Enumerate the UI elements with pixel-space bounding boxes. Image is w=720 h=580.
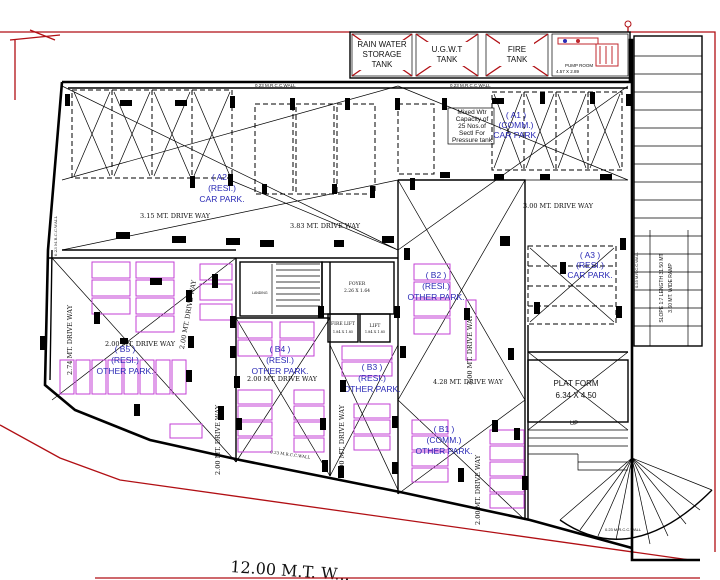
fire-lift-size: 1.84 X 1.85 [333,330,353,334]
a3-label-2: (RESI.) [576,260,604,270]
a1-car-park-bays [491,91,623,171]
drive-way-300-v: 3.00 MT. DRIVE WAY [466,314,474,385]
b4-label-3: OTHER PARK. [252,366,309,376]
b1-other-parking [411,419,525,509]
rain-water-label-1: RAIN WATER [357,40,407,49]
a2-label-2: (RESI.) [208,183,236,193]
pump-room-size: 4.57 X 2.89 [556,69,580,74]
boundary-marker [624,20,632,28]
fire-label-1: FIRE [508,45,526,54]
tank-note-1: Mixed Wtr [457,109,487,116]
tank-block [349,31,631,79]
platform-size: 6.34 X 4.50 [556,391,597,400]
fire-lift [327,313,359,343]
drive-way-274: 2.74 MT. DRIVE WAY [66,304,74,375]
up-label: UP [570,421,578,427]
rain-water-label-3: TANK [372,60,393,69]
pressure-tank-box [447,107,495,145]
foyer [321,261,395,315]
b4-other-parking [237,321,325,453]
drive-way-315: 3.15 MT. DRIVE WAY [140,212,211,220]
a2-diagonals [61,85,399,251]
b3-label-2: (RESI.) [358,373,386,383]
landing-label: LANDING [252,291,268,295]
b1-label-1: ( B1 ) [434,424,455,434]
drive-way-428: 4.28 MT. DRIVE WAY [433,378,504,386]
drive-way-200-v4: 2.00 MT. DRIVE WAY [474,454,482,525]
b5-label-2: (RESI.) [111,355,139,365]
b5-label-1: ( B5 ) [115,344,136,354]
wall-label-bottom-right: 0.23 M.R.C.C.WALL [605,527,642,532]
b3-other-parking [341,345,393,451]
b5-other-parking [59,261,233,439]
a1-label-1: ( A1 ) [506,110,526,120]
straight-ramp [633,35,703,347]
ugwt-tank: U.G.W.T TANK [415,33,479,77]
ramp-label-1: SLOPE 1:7 LENGTH 31.50 MT [659,253,665,322]
tank-note-4: Sectl For [459,130,486,137]
curved-ramp [559,457,713,548]
columns [40,92,631,490]
foyer-size: 2.26 X 1.64 [344,288,370,294]
foyer-label: FOYER [349,281,366,287]
a3-label-3: CAR PARK. [567,270,612,280]
b4-label-1: ( B4 ) [270,344,291,354]
pump-room: PUMP ROOM 4.57 X 2.89 [551,33,629,77]
tank-note-3: 25 Nos.of [458,123,486,130]
wall-label-left: 0.23 M.R.C.C.WALL [53,216,58,257]
b4-label-2: (RESI.) [266,355,294,365]
side-staircase [528,429,628,471]
a2-label-3: CAR PARK. [199,194,244,204]
site-boundary-upper [9,29,61,100]
drive-way-200-left: 2.00 MT. DRIVE WAY [105,340,176,348]
b1-label-3: OTHER PARK. [416,446,473,456]
lift-size: 1.84 X 1.85 [365,330,385,334]
b3-label-3: OTHER PARK. [344,384,401,394]
a3-car-park-bays [527,245,617,325]
drive-way-200-b4: 2.00 MT. DRIVE WAY [247,375,318,383]
road-label: 12.00 M.T. W... [230,557,351,580]
wall-label-top-right: 0.23 M.R.C.C.WALL [450,83,491,88]
lift-label: LIFT [370,323,381,329]
rain-water-tank: RAIN WATER STORAGE TANK [351,33,413,77]
platform [527,359,629,423]
fire-tank: FIRE TANK [485,33,549,77]
a2-label-1: ( A2 ) [212,172,232,182]
b2-label-2: (RESI.) [422,281,450,291]
b2-label-3: OTHER PARK. [408,292,465,302]
ugwt-label-2: TANK [437,55,458,64]
drive-way-200-v2: 2.00 MT. DRIVE WAY [214,404,222,475]
b1-label-2: (COMM.) [427,435,462,445]
wall-label-center: 0.23 M.R.C.C.WALL [270,449,311,460]
basement-outer-wall [43,38,700,562]
tank-note-5: Pressure tank [452,137,493,144]
pump-room-label: PUMP ROOM [565,63,593,68]
tank-note-2: Capacity of [456,116,489,123]
platform-title: PLAT FORM [553,379,598,388]
wall-label-right: 0.23 M.R.C.C.WALL [634,251,639,288]
drive-way-383: 3.83 MT. DRIVE WAY [290,222,361,230]
stair-core: LANDING [239,261,323,317]
a1-label-2: (COMM.) [499,120,534,130]
fire-label-2: TANK [507,55,528,64]
b5-label-3: OTHER PARK. [97,366,154,376]
ugwt-label-1: U.G.W.T [432,45,463,54]
rain-water-label-2: STORAGE [363,50,402,59]
drive-way-200-v3: 2.00 MT. DRIVE WAY [338,404,346,475]
a3-label-1: ( A3 ) [580,250,600,260]
wall-label-top-left: 0.23 M.R.C.C.WALL [255,83,296,88]
ramp-label-2: 3.60 MT. WIDE RAMP [668,263,674,313]
b3-label-1: ( B3 ) [362,362,383,372]
basement-inner-wall [49,87,628,381]
fire-lift-label: FIRE LIFT [331,321,355,327]
a2-car-park-bays [71,89,435,195]
lift [359,313,391,343]
b2-label-1: ( B2 ) [426,270,447,280]
b2-other-parking [413,263,477,361]
drive-way-300-top: 3.00 MT. DRIVE WAY [523,202,594,210]
a1-label-3: CAR PARK. [493,130,538,140]
site-boundary [0,31,716,561]
